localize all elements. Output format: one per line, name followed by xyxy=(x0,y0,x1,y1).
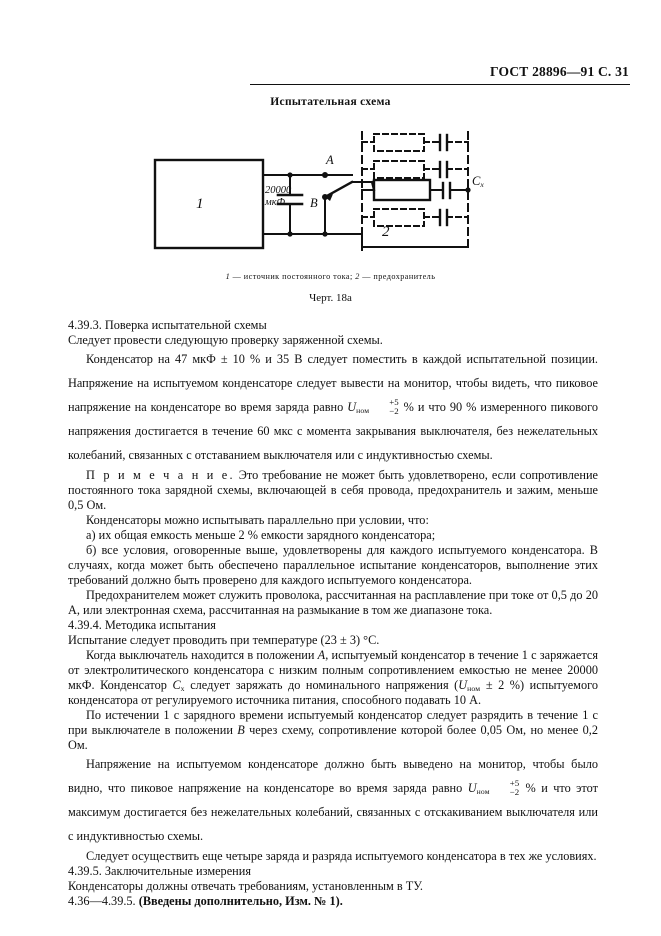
legend-item-1-number: 1 xyxy=(225,272,231,281)
switch-blade xyxy=(323,180,354,199)
label-switch-position-a: A xyxy=(326,153,334,167)
p8-tolerance-minus: −2 xyxy=(509,786,520,797)
p8-text-b: % и что этот максимум достигается без не… xyxy=(68,781,598,844)
cx-tap-dot xyxy=(465,187,471,193)
p6-symbol-c-subscript: х xyxy=(180,683,185,693)
header-rule xyxy=(250,84,630,85)
p6-switch-a: A xyxy=(317,647,326,662)
list-item-b: б) все условия, оговоренные выше, удовле… xyxy=(68,542,598,587)
paragraph-capacitor-placement: Конденсатор на 47 мкФ ± 10 % и 35 В след… xyxy=(68,348,598,468)
paragraph-discharging: По истечении 1 с зарядного времени испыт… xyxy=(68,708,598,753)
paragraph-fuse-description: Предохранителем может служить проволока,… xyxy=(68,587,598,617)
document-body: 4.39.3. Поверка испытательной схемы След… xyxy=(68,318,598,909)
paragraph-parallel-testing: Конденсаторы можно испытывать параллельн… xyxy=(86,512,429,527)
note-label: П р и м е ч а н и е. xyxy=(86,467,235,482)
p7-switch-b: B xyxy=(237,723,245,738)
p7-text-b: через схему, сопротивление которой более… xyxy=(68,723,598,753)
p6-symbol-u-subscript: ном xyxy=(467,683,481,693)
test-circuit-svg xyxy=(153,131,471,251)
p8-tolerance-fraction: +5−2 xyxy=(492,777,520,797)
p2-text-a: Конденсатор на 47 мкФ ± 10 % и 35 В след… xyxy=(68,352,598,414)
legend-item-1-text: — источник постоянного тока; xyxy=(230,272,356,281)
junction-dot-top xyxy=(287,172,293,178)
p6-symbol-c: C xyxy=(172,677,181,692)
heading-4-39-5: 4.39.5. Заключительные измерения xyxy=(68,864,251,879)
figure-schematic: 1 20000 мкФ A B 2 Cx xyxy=(0,112,661,267)
branch2-fuse xyxy=(373,160,425,179)
switch-contact-a xyxy=(322,172,328,178)
paragraph-monitor-voltage: Напряжение на испытуемом конденсаторе до… xyxy=(68,753,598,849)
label-test-capacitor: Cx xyxy=(472,174,484,189)
p8-symbol-u: U xyxy=(467,781,477,796)
list-item-a: а) их общая емкость меньше 2 % емкости з… xyxy=(86,527,436,542)
p7-text-a: По истечении 1 с зарядного времени испыт… xyxy=(68,708,598,738)
label-charge-cap-value: 20000 xyxy=(265,185,292,196)
paragraph-repeat-cycles: Следует осуществить еще четыре заряда и … xyxy=(86,849,597,864)
p2-tolerance-plus: +5 xyxy=(389,396,399,407)
p6-text-e: ± 2 %) испытуемого конденсатора от регул… xyxy=(68,677,598,708)
p6-text-d: следует заряжать до номинального напряже… xyxy=(184,677,459,692)
paragraph-check-procedure: Следует провести следующую проверку заря… xyxy=(68,333,383,347)
heading-4-39-4: 4.39.4. Методика испытания xyxy=(68,617,216,632)
legend-item-2-text: — предохранитель xyxy=(359,272,436,281)
p6-symbol-u: U xyxy=(458,677,468,692)
p8-symbol-u-subscript: ном xyxy=(476,787,490,797)
p8-text-a: Напряжение на испытуемом конденсаторе до… xyxy=(68,757,598,796)
label-charge-capacitor: 20000 мкФ xyxy=(265,185,291,209)
paragraph-charging: Когда выключатель находится в положении … xyxy=(68,648,598,708)
p2-text-b: % и что 90 % измеренного пикового напряж… xyxy=(68,399,598,462)
branch3-fuse-active xyxy=(372,178,432,202)
page-header-standard-number: ГОСТ 28896—91 С. 31 xyxy=(490,64,629,79)
p8-tolerance-plus: +5 xyxy=(509,777,520,788)
paragraph-amendment-note: 4.36—4.39.5. (Введены дополнительно, Изм… xyxy=(68,894,598,909)
figure-legend: 1 — источник постоянного тока; 2 — предо… xyxy=(0,272,661,281)
p2-symbol-u: U xyxy=(347,399,357,414)
switch-blade-arrow xyxy=(325,194,333,201)
amendment-text: (Введены дополнительно, Изм. № 1). xyxy=(138,894,343,909)
paragraph-note: П р и м е ч а н и е. Это требование не м… xyxy=(68,468,598,513)
label-charge-cap-unit: мкФ xyxy=(265,196,286,208)
p2-tolerance-minus: −2 xyxy=(389,405,399,416)
heading-4-39-3: 4.39.3. Поверка испытательной схемы xyxy=(68,318,267,332)
figure-number: Черт. 18а xyxy=(309,292,352,304)
note-text: Это требование не может быть удовлетворе… xyxy=(68,467,598,512)
amendment-range: 4.36—4.39.5. xyxy=(68,894,139,909)
paragraph-final-measurements: Конденсаторы должны отвечать требованиям… xyxy=(68,879,424,894)
legend-item-2-number: 2 xyxy=(355,272,360,281)
figure-title: Испытательная схема xyxy=(270,96,391,108)
p2-tolerance-fraction: +5−2 xyxy=(371,396,399,416)
junction-dot-bottom xyxy=(287,231,293,237)
branch1-fuse xyxy=(373,133,425,152)
label-test-capacitor-sub: x xyxy=(480,180,484,190)
label-test-capacitor-base: C xyxy=(472,174,481,188)
p6-text-b: , испытуемый конденсатор в течение 1 с з… xyxy=(68,647,598,692)
label-fuse-group: 2 xyxy=(382,224,390,240)
dc-source-box xyxy=(153,158,265,250)
label-source-box: 1 xyxy=(196,196,204,212)
label-switch-position-b: B xyxy=(310,196,318,210)
p2-symbol-u-subscript: ном xyxy=(356,406,370,416)
paragraph-temperature: Испытание следует проводить при температ… xyxy=(68,632,380,647)
switch-to-branch3 xyxy=(370,180,376,192)
p6-text-a: Когда выключатель находится в положении xyxy=(86,647,318,662)
